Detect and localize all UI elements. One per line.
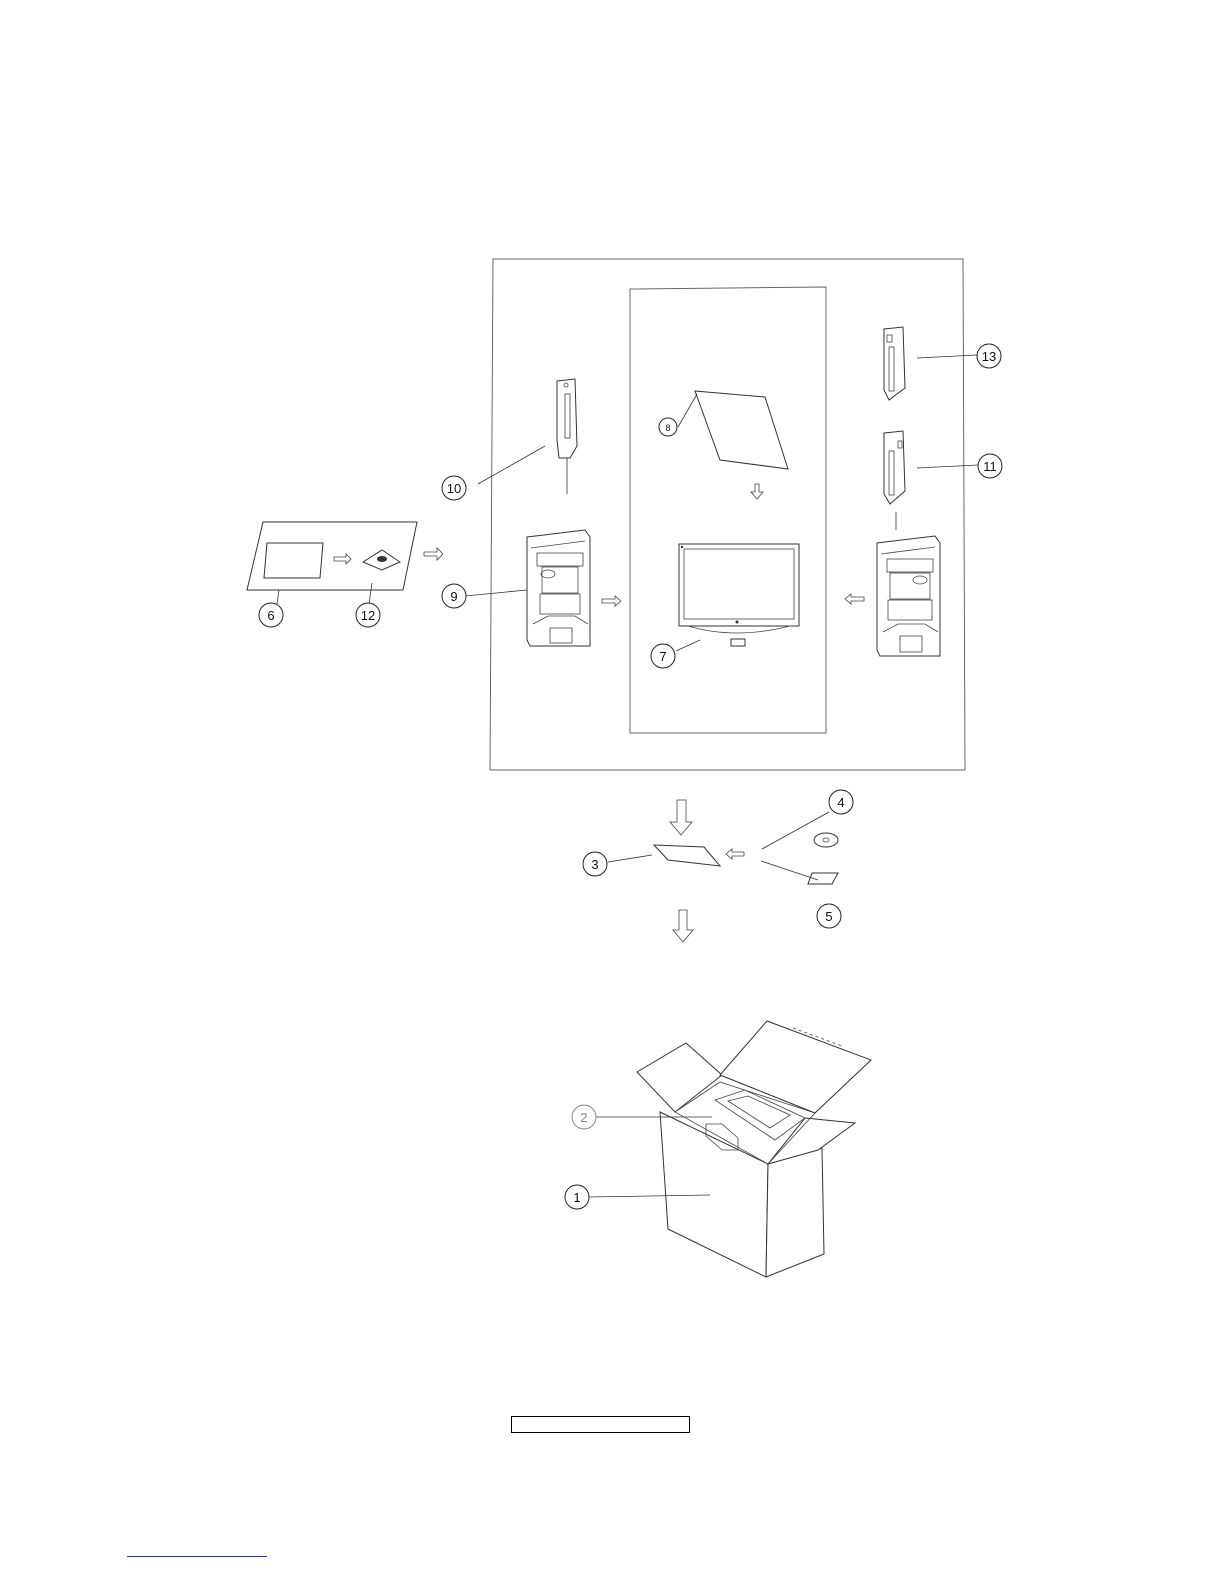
right-foam-cushion — [877, 536, 940, 656]
left-foam-cushion — [527, 530, 590, 646]
arrow-to-monitor-left — [602, 596, 621, 606]
svg-text:3: 3 — [591, 857, 598, 872]
carton-box — [637, 1021, 871, 1277]
protective-sheet — [695, 391, 788, 469]
svg-text:12: 12 — [361, 608, 375, 623]
svg-text:10: 10 — [447, 481, 461, 496]
callout-6: 6 — [259, 603, 283, 627]
footer-link-underline[interactable] — [127, 1556, 267, 1557]
svg-text:6: 6 — [267, 608, 274, 623]
svg-text:7: 7 — [659, 649, 666, 664]
callout-5: 5 — [817, 904, 841, 928]
callout-8: 8 — [659, 418, 677, 436]
arrow-down-big-2 — [673, 910, 693, 942]
callout-7: 7 — [651, 644, 675, 668]
callout-3: 3 — [583, 852, 607, 876]
svg-text:4: 4 — [837, 795, 844, 810]
monitor — [679, 544, 799, 646]
callout-13: 13 — [977, 344, 1001, 368]
svg-text:13: 13 — [982, 349, 996, 364]
left-foam-strip — [557, 379, 577, 494]
down-arrow-small — [751, 484, 763, 499]
document-sheet — [654, 845, 720, 866]
callout-4: 4 — [829, 790, 853, 814]
callout-12: 12 — [356, 603, 380, 627]
svg-text:11: 11 — [983, 459, 997, 474]
svg-text:2: 2 — [580, 1110, 587, 1125]
svg-text:8: 8 — [665, 423, 670, 433]
svg-text:5: 5 — [825, 909, 832, 924]
stand-base-assembly — [247, 522, 417, 590]
footer-empty-box — [511, 1416, 690, 1433]
arrow-down-big-1 — [670, 800, 692, 835]
svg-text:9: 9 — [450, 589, 457, 604]
callout-10: 10 — [442, 476, 466, 500]
callout-9: 9 — [442, 584, 466, 608]
callout-11: 11 — [978, 454, 1002, 478]
callout-1: 1 — [565, 1185, 589, 1209]
right-foam-strip-bottom — [884, 431, 905, 530]
svg-text:1: 1 — [573, 1190, 580, 1205]
arrow-left-accessory — [726, 849, 744, 859]
arrow-to-cushion — [424, 548, 443, 560]
cd-disc — [814, 833, 838, 847]
arrow-to-monitor-right — [845, 594, 864, 604]
right-foam-strip-top — [884, 327, 905, 400]
callout-2: 2 — [572, 1105, 596, 1129]
